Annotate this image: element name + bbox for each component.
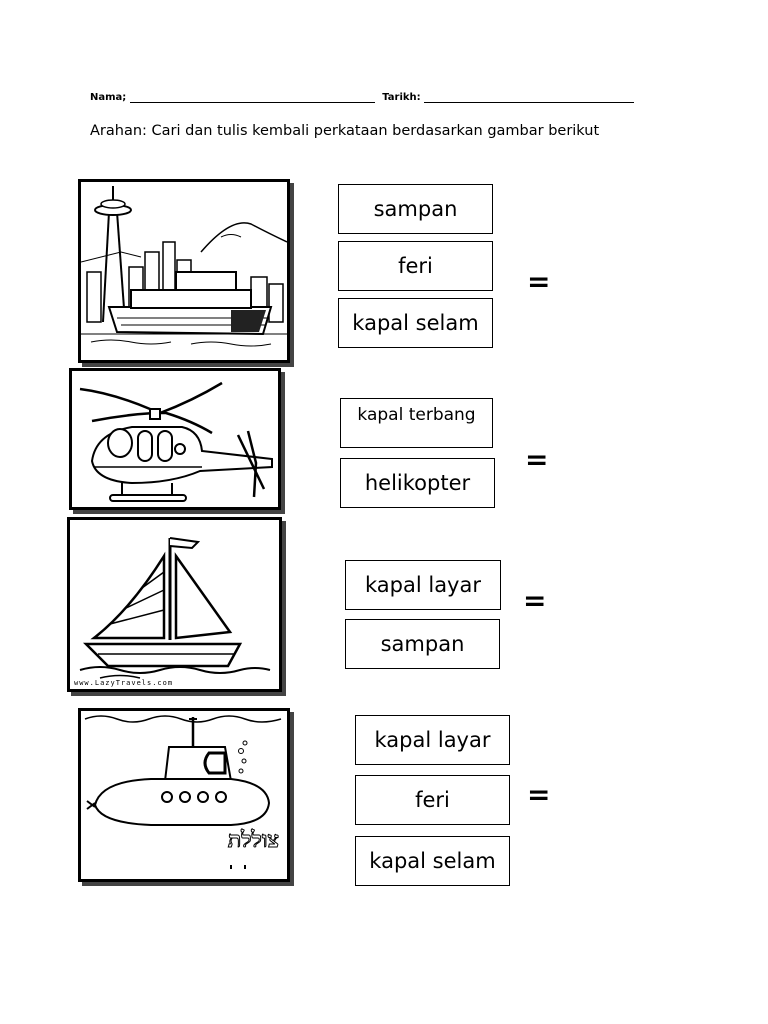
submarine-icon bbox=[84, 715, 282, 869]
option-q4-3[interactable]: kapal selam bbox=[355, 836, 510, 886]
option-q4-1[interactable]: kapal layar bbox=[355, 715, 510, 765]
sailboat-caption: www.LazyTravels.com bbox=[74, 679, 174, 687]
option-q3-2[interactable]: sampan bbox=[345, 619, 500, 669]
submarine-picture: צוללת bbox=[78, 708, 290, 882]
equals-sign-q2: = bbox=[525, 443, 549, 476]
submarine-caption: צוללת bbox=[227, 827, 279, 854]
option-q1-3[interactable]: kapal selam bbox=[338, 298, 493, 348]
helicopter-icon bbox=[79, 381, 273, 502]
equals-sign-q3: = bbox=[523, 584, 547, 617]
option-q3-1[interactable]: kapal layar bbox=[345, 560, 501, 610]
option-q4-2[interactable]: feri bbox=[355, 775, 510, 825]
instruction-text: Arahan: Cari dan tulis kembali perkataan… bbox=[90, 123, 600, 139]
ferry-picture bbox=[78, 179, 290, 363]
name-label: Nama; bbox=[90, 92, 127, 103]
name-blank[interactable] bbox=[129, 92, 375, 103]
ferry-icon bbox=[81, 186, 287, 347]
sailboat-picture: www.LazyTravels.com bbox=[67, 517, 282, 692]
header-line: Nama; Tarikh: bbox=[90, 92, 635, 103]
option-q1-2[interactable]: feri bbox=[338, 241, 493, 291]
date-blank[interactable] bbox=[424, 92, 635, 103]
equals-sign-q4: = bbox=[527, 778, 551, 811]
sailboat-icon bbox=[79, 537, 271, 679]
helicopter-picture bbox=[69, 368, 281, 510]
option-q2-1[interactable]: kapal terbang bbox=[340, 398, 493, 448]
equals-sign-q1: = bbox=[527, 265, 551, 298]
option-q1-1[interactable]: sampan bbox=[338, 184, 493, 234]
option-q2-2[interactable]: helikopter bbox=[340, 458, 495, 508]
date-label: Tarikh: bbox=[382, 92, 421, 103]
